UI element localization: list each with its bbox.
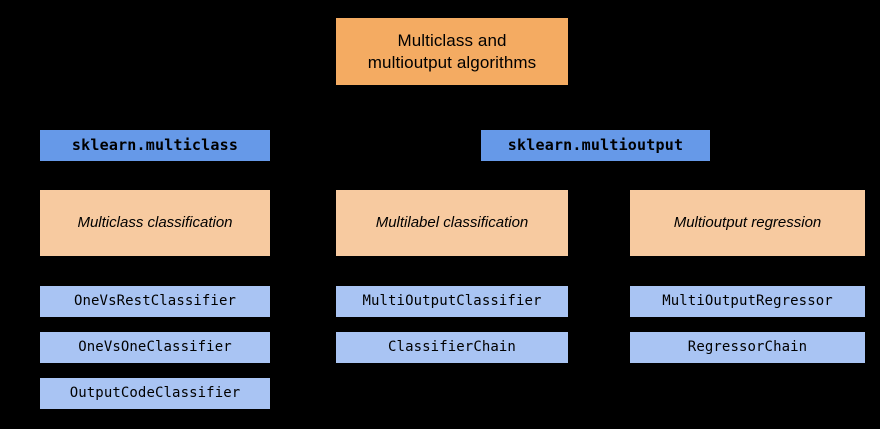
task-node-multilabel-classification[interactable]: Multilabel classification [336, 190, 568, 256]
estimator-node-multioutputregressor[interactable]: MultiOutputRegressor [630, 286, 865, 317]
estimator-node-classifierchain[interactable]: ClassifierChain [336, 332, 568, 363]
task-node-multioutput-regression[interactable]: Multioutput regression [630, 190, 865, 256]
estimator-node-onevsrestclassifier[interactable]: OneVsRestClassifier [40, 286, 270, 317]
module-node-sklearn-multioutput[interactable]: sklearn.multioutput [481, 130, 710, 161]
task-node-multiclass-classification[interactable]: Multiclass classification [40, 190, 270, 256]
root-node-multiclass-and-multioutput-algorithms: Multiclass and multioutput algorithms [336, 18, 568, 85]
estimator-node-regressorchain[interactable]: RegressorChain [630, 332, 865, 363]
module-node-sklearn-multiclass[interactable]: sklearn.multiclass [40, 130, 270, 161]
estimator-node-outputcodeclassifier[interactable]: OutputCodeClassifier [40, 378, 270, 409]
estimator-node-onevsoneclassifier[interactable]: OneVsOneClassifier [40, 332, 270, 363]
estimator-node-multioutputclassifier[interactable]: MultiOutputClassifier [336, 286, 568, 317]
